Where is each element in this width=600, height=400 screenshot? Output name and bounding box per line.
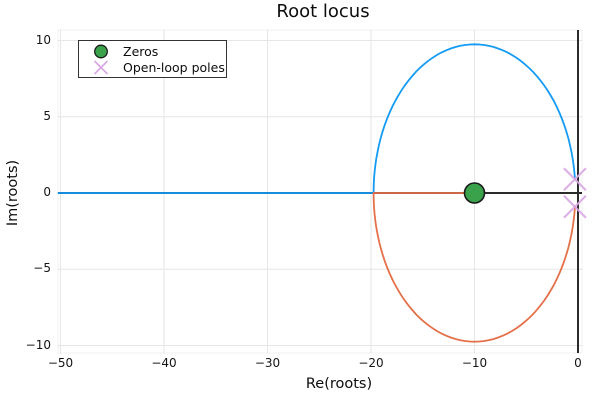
legend: Zeros Open-loop poles	[78, 40, 227, 78]
legend-label-zeros: Zeros	[123, 43, 159, 59]
legend-item-zeros: Zeros	[90, 44, 226, 59]
x-axis-label: Re(roots)	[305, 376, 373, 392]
y-tick-label: 10	[35, 32, 51, 47]
x-icon	[93, 59, 109, 75]
y-tick-label: −10	[25, 337, 51, 352]
x-tick-label: −50	[47, 356, 74, 370]
zero-marker	[463, 182, 486, 204]
y-tick-label: 0	[43, 185, 51, 199]
x-tick-label: −30	[254, 356, 281, 370]
y-tick-label: −5	[33, 261, 51, 276]
locus-branch-2	[372, 192, 576, 343]
plot-frame	[57, 29, 583, 354]
x-tick-label: 0	[574, 356, 582, 370]
pole-marker	[563, 194, 587, 219]
circle-icon	[94, 44, 108, 58]
x-tick-label: −20	[358, 356, 384, 370]
x-tick-label: −40	[151, 356, 177, 370]
x-tick-label: −10	[461, 356, 488, 370]
y-tick-label: 5	[43, 108, 51, 123]
legend-label-open-loop-poles: Open-loop poles	[123, 59, 225, 75]
locus-branch-1	[57, 43, 576, 194]
chart-title: Root locus	[276, 1, 370, 22]
legend-item-open-loop-poles: Open-loop poles	[90, 60, 226, 75]
pole-marker	[563, 167, 587, 192]
